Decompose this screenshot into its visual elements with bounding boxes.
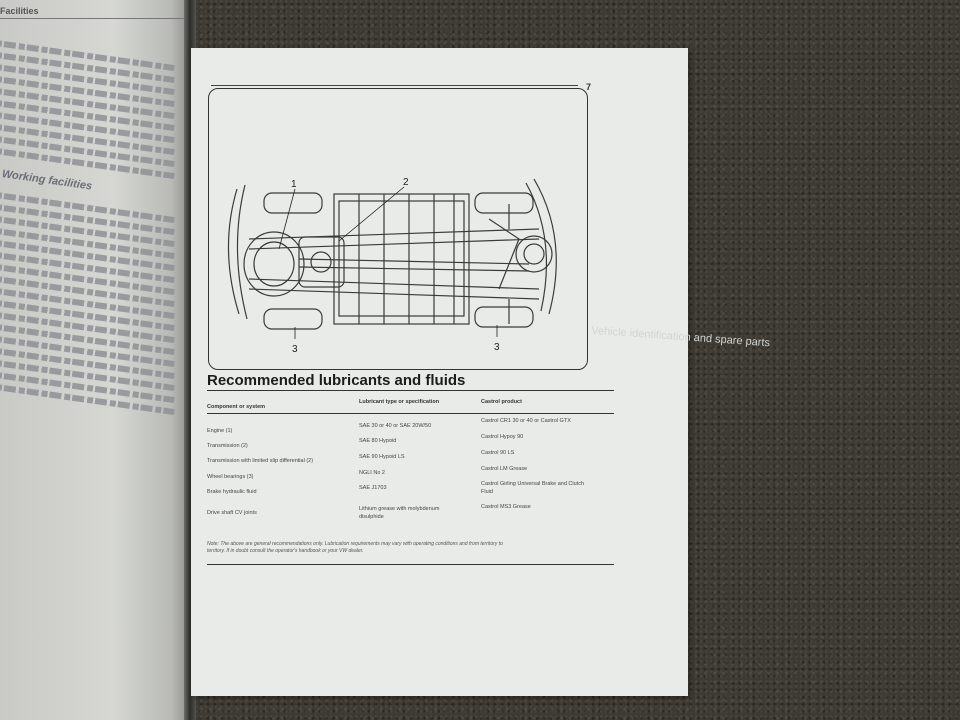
right-page: 7 Vehicle identification and spare parts — [191, 48, 770, 696]
table-top-rule — [207, 390, 614, 391]
row-component: Wheel bearings (3) — [207, 474, 254, 480]
row-component: Brake hydraulic fluid — [207, 489, 257, 495]
table-note-line-1: Note: The above are general recommendati… — [207, 541, 503, 547]
page-number: 7 — [586, 82, 592, 92]
header-component: Component or system — [207, 404, 266, 410]
row-component: Drive shaft CV joints — [207, 510, 257, 516]
table-bottom-rule — [207, 564, 614, 565]
left-page-header: Facilities — [0, 6, 39, 16]
callout-2: 2 — [403, 177, 409, 188]
left-page: Facilities Working facilities — [0, 0, 190, 720]
row-product: Castrol MS3 Grease — [481, 504, 531, 510]
row-component: Transmission with limited slip different… — [207, 458, 314, 464]
row-product: Castrol 90 LS — [481, 450, 515, 456]
header-spec: Lubricant type or specification — [359, 399, 440, 405]
left-subheading: Working facilities — [1, 168, 93, 193]
row-spec-continued: disulphide — [359, 514, 384, 520]
row-component: Engine (1) — [207, 428, 233, 434]
row-product-continued: Fluid — [481, 489, 493, 495]
callout-3-front: 3 — [494, 342, 500, 353]
callout-3-rear: 3 — [292, 344, 298, 355]
chassis-drawing: 1 2 3 3 — [227, 177, 557, 355]
bleed-through-heading: Vehicle identification and spare parts — [590, 324, 771, 350]
chassis-diagram: 1 2 3 3 — [208, 88, 588, 370]
row-component: Transmission (2) — [207, 443, 248, 449]
header-product: Castrol product — [481, 399, 522, 405]
top-rule — [211, 85, 578, 86]
row-spec: SAE J1703 — [359, 485, 387, 491]
row-spec: NGLI No 2 — [359, 470, 385, 476]
row-product: Castrol CR1 30 or 40 or Castrol GTX — [481, 418, 571, 424]
row-product: Castrol Girling Universal Brake and Clut… — [481, 481, 585, 487]
row-spec: SAE 30 or 40 or SAE 20W/50 — [359, 423, 432, 429]
callout-1: 1 — [291, 179, 297, 190]
row-spec: SAE 80 Hypoid — [359, 438, 397, 444]
row-spec: Lithium grease with molybdenum — [359, 506, 440, 512]
row-product: Castrol LM Grease — [481, 466, 528, 472]
row-product: Castrol Hypoy 90 — [481, 434, 524, 440]
section-title: Recommended lubricants and fluids — [207, 372, 466, 389]
left-header-rule — [0, 18, 185, 19]
table-header-rule — [207, 413, 614, 414]
table-note-line-2: territory. If in doubt consult the opera… — [207, 548, 364, 554]
row-spec: SAE 90 Hypoid LS — [359, 454, 405, 460]
